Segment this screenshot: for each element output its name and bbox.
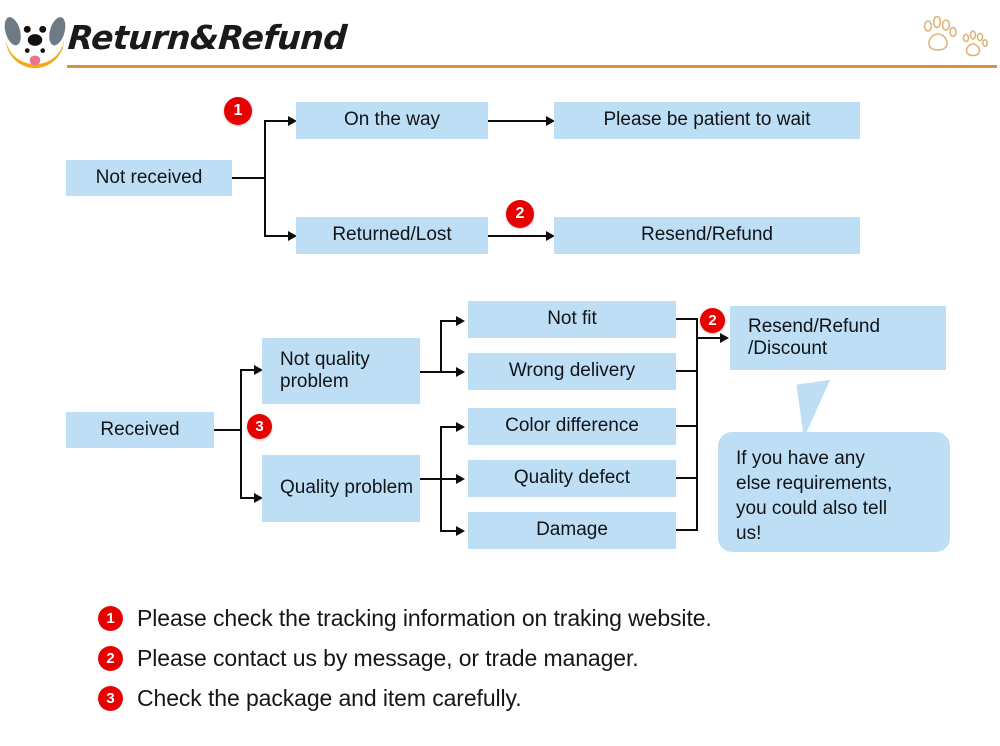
node-color-difference[interactable]: Color difference xyxy=(468,408,676,445)
node-label: Wrong delivery xyxy=(508,360,636,382)
node-resend-refund-discount[interactable]: Resend/Refund /Discount xyxy=(730,306,946,370)
connector-wrong-delivery-out xyxy=(676,370,698,372)
bubble-line-3: you could also tell xyxy=(736,498,888,520)
step-badge-1: 1 xyxy=(224,97,252,125)
connector-notquality-stem xyxy=(420,371,442,373)
connector-returned-to-resend xyxy=(488,235,550,237)
arrow-to-quality-defect xyxy=(456,474,465,484)
connector-notquality-bus xyxy=(440,320,442,373)
connector-root-stem xyxy=(232,177,266,179)
connector-to-color-difference xyxy=(440,426,460,428)
header-divider xyxy=(67,65,997,68)
note-text-1: Please check the tracking information on… xyxy=(137,604,712,631)
connector-reasons-bus xyxy=(696,318,698,531)
note-text-3: Check the package and item carefully. xyxy=(137,684,522,711)
node-label: Quality problem xyxy=(280,477,414,499)
node-resend-refund[interactable]: Resend/Refund xyxy=(554,217,860,254)
connector-on-the-way-to-result xyxy=(488,120,550,122)
connector-received-stem xyxy=(214,429,242,431)
node-label: Received xyxy=(100,418,180,440)
node-label-line1: Resend/Refund xyxy=(748,315,881,337)
arrow-to-wrong-delivery xyxy=(456,367,465,377)
arrow-to-quality xyxy=(254,493,263,503)
node-received[interactable]: Received xyxy=(66,412,214,448)
step-badge-2-top: 2 xyxy=(506,200,534,228)
node-label: Not fit xyxy=(547,308,597,330)
node-on-the-way[interactable]: On the way xyxy=(296,102,488,139)
page-title: Return&Refund xyxy=(66,18,348,57)
node-label: Returned/Lost xyxy=(332,224,452,246)
connector-quality-stem xyxy=(420,478,442,480)
bubble-line-2: else requirements, xyxy=(736,473,893,495)
list-item: 2 Please contact us by message, or trade… xyxy=(98,638,948,678)
connector-to-quality xyxy=(240,497,258,499)
dog-face-icon xyxy=(4,8,66,69)
arrow-to-damage xyxy=(456,526,465,536)
node-please-be-patient[interactable]: Please be patient to wait xyxy=(554,102,860,139)
connector-to-wrong-delivery xyxy=(440,371,460,373)
connector-to-damage xyxy=(440,530,460,532)
node-not-received[interactable]: Not received xyxy=(66,160,232,196)
connector-not-fit-out xyxy=(676,318,698,320)
note-badge-2: 2 xyxy=(98,645,123,671)
list-item: 3 Check the package and item carefully. xyxy=(98,678,948,718)
node-label: Not quality problem xyxy=(280,348,370,392)
step-badge-3: 3 xyxy=(247,414,272,439)
connector-to-not-quality xyxy=(240,369,258,371)
note-badge-3: 3 xyxy=(98,685,123,711)
bubble-line-1: If you have any xyxy=(736,448,865,469)
arrow-to-patient-wait xyxy=(546,116,555,126)
node-label-line2: /Discount xyxy=(748,338,828,359)
arrow-to-color-difference xyxy=(456,422,465,432)
node-label: On the way xyxy=(343,109,441,131)
arrow-to-not-fit xyxy=(456,316,465,326)
node-label: Please be patient to wait xyxy=(603,109,811,131)
node-not-quality-problem[interactable]: Not quality problem xyxy=(262,338,420,404)
connector-to-on-the-way xyxy=(264,120,292,122)
node-label: Damage xyxy=(536,519,608,541)
connector-received-bus xyxy=(240,369,242,499)
speech-bubble-tail xyxy=(796,379,838,439)
arrow-to-on-the-way xyxy=(288,116,297,126)
notes-list: 1 Please check the tracking information … xyxy=(98,598,948,718)
connector-to-returned-lost xyxy=(264,235,292,237)
note-text-2: Please contact us by message, or trade m… xyxy=(137,644,639,671)
page-header: Return&Refund xyxy=(0,0,1000,80)
node-label: Quality defect xyxy=(513,467,631,489)
paw-print-icon xyxy=(923,15,988,57)
node-label: Color difference xyxy=(505,415,639,437)
list-item: 1 Please check the tracking information … xyxy=(98,598,948,638)
node-label: Not received xyxy=(95,166,203,188)
arrow-to-resend-refund xyxy=(546,231,555,241)
node-quality-problem[interactable]: Quality problem xyxy=(262,455,420,522)
node-damage[interactable]: Damage xyxy=(468,512,676,549)
connector-to-quality-defect xyxy=(440,478,460,480)
connector-root-bus xyxy=(264,120,266,237)
speech-bubble: If you have any else requirements, you c… xyxy=(718,432,950,552)
arrow-to-not-quality xyxy=(254,365,263,375)
arrow-to-returned-lost xyxy=(288,231,297,241)
connector-bus-to-outcome xyxy=(696,337,724,339)
node-wrong-delivery[interactable]: Wrong delivery xyxy=(468,353,676,390)
step-badge-2-bottom: 2 xyxy=(700,308,725,333)
connector-color-difference-out xyxy=(676,425,698,427)
node-label: Resend/Refund xyxy=(640,224,774,246)
node-quality-defect[interactable]: Quality defect xyxy=(468,460,676,497)
connector-damage-out xyxy=(676,529,698,531)
connector-to-not-fit xyxy=(440,320,460,322)
node-returned-lost[interactable]: Returned/Lost xyxy=(296,217,488,254)
connector-quality-defect-out xyxy=(676,477,698,479)
node-not-fit[interactable]: Not fit xyxy=(468,301,676,338)
bubble-line-4: us! xyxy=(736,523,762,545)
note-badge-1: 1 xyxy=(98,605,123,631)
arrow-to-outcome xyxy=(720,333,729,343)
